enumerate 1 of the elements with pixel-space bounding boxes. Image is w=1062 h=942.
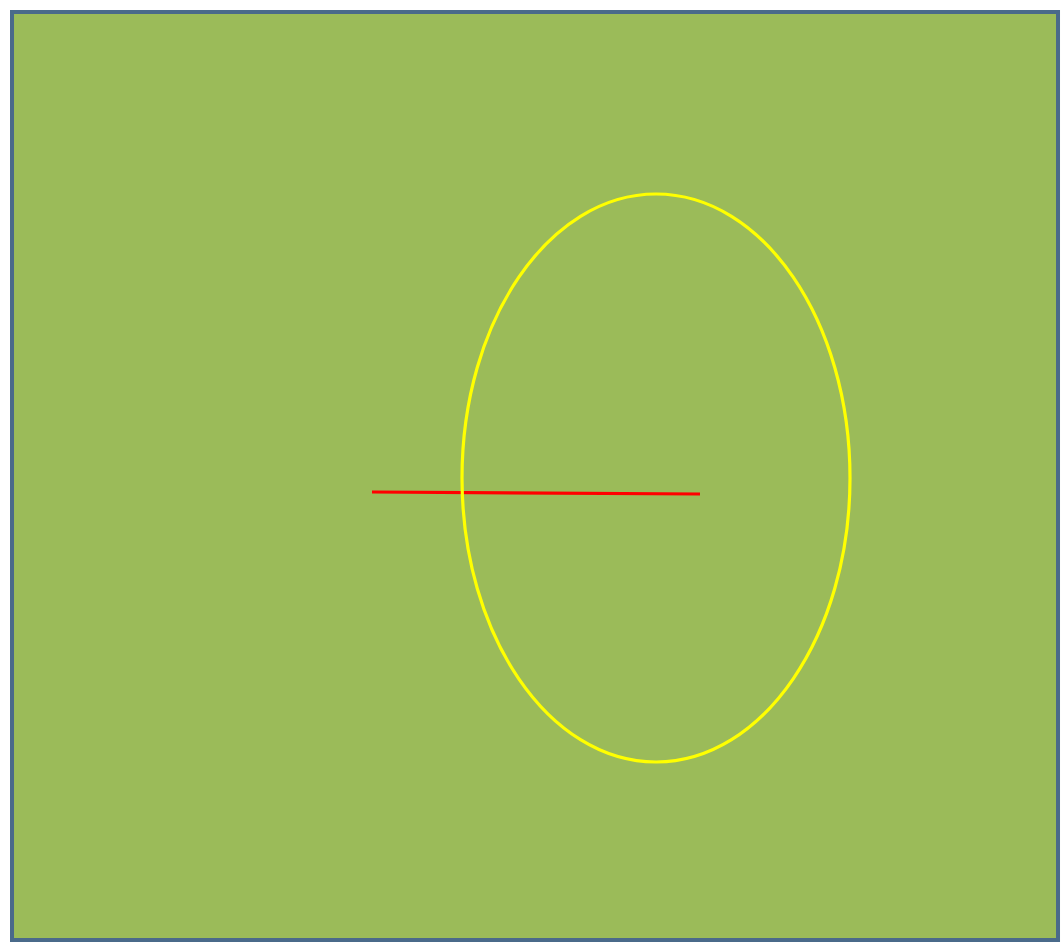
ellipse: [460, 192, 852, 764]
